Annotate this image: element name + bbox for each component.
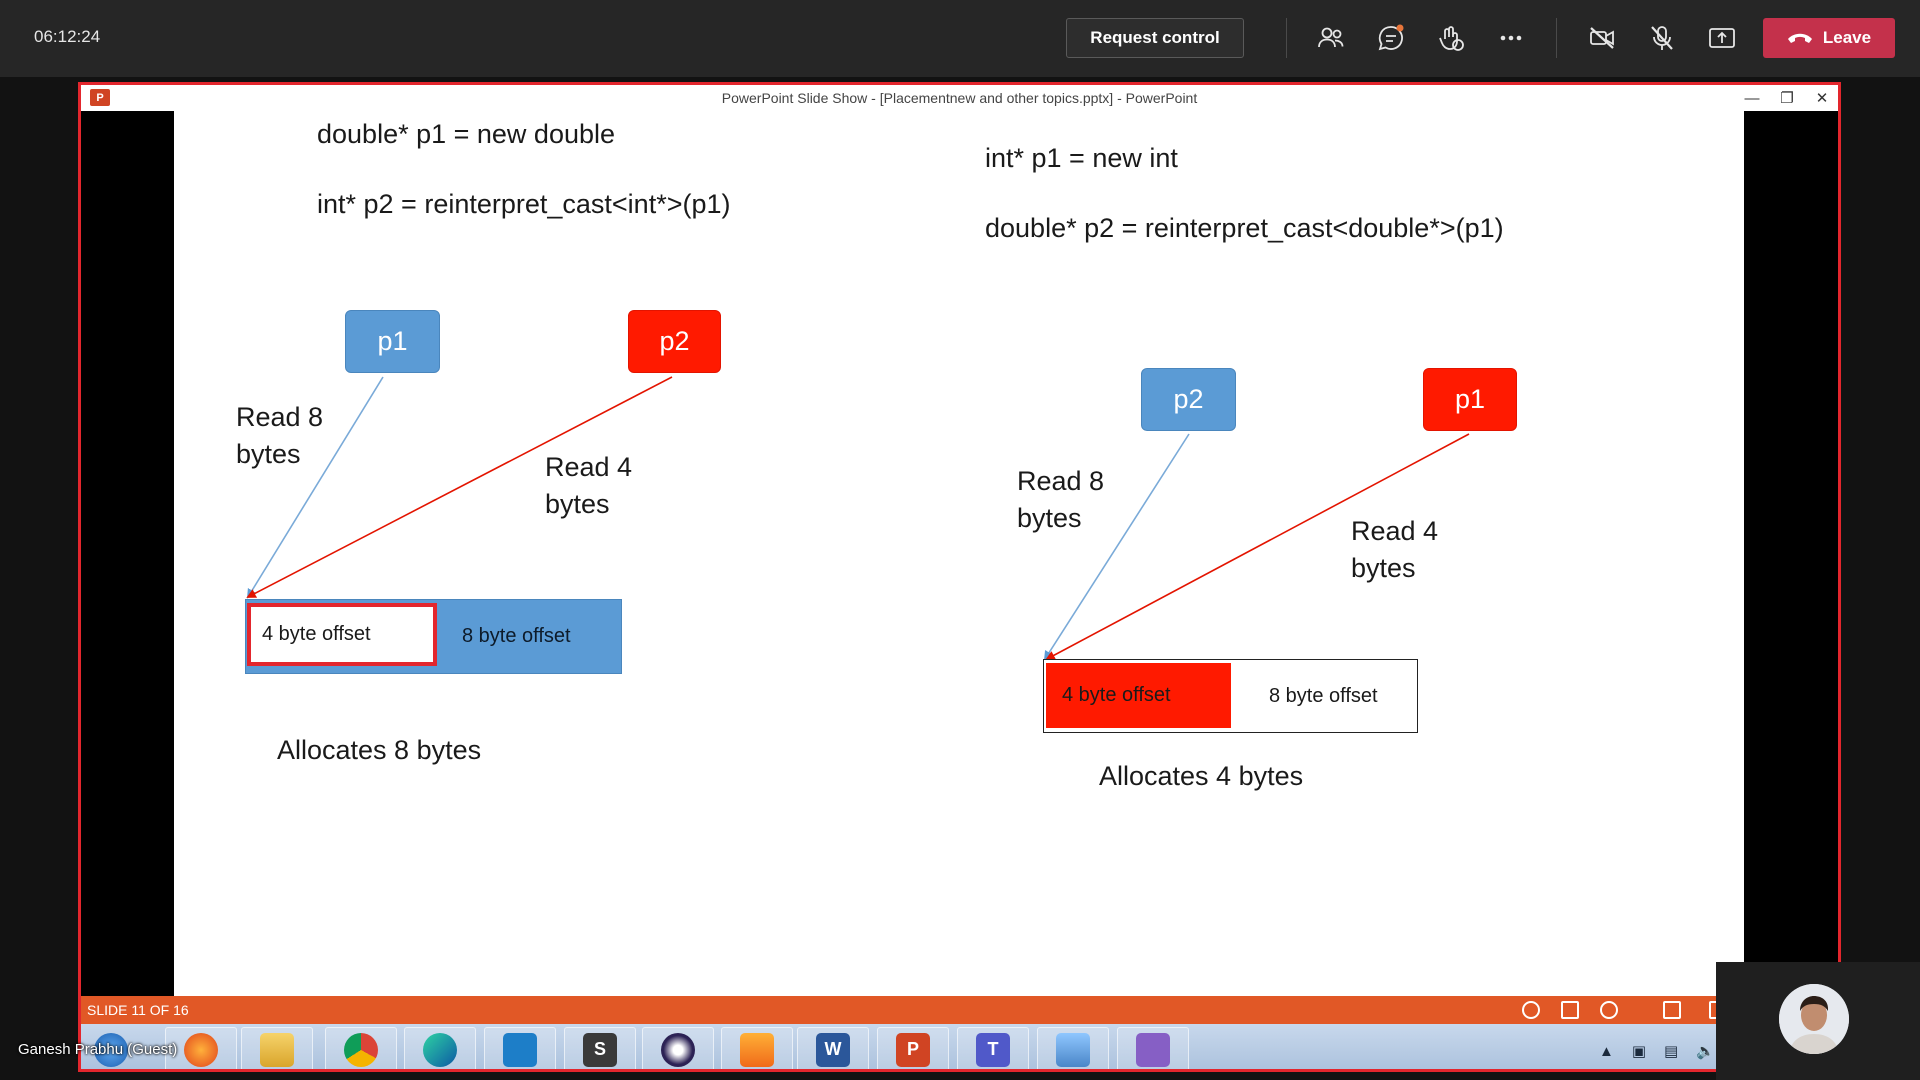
read-label: bytes <box>1351 553 1416 583</box>
ppt-titlebar: P PowerPoint Slide Show - [Placementnew … <box>81 85 1838 111</box>
arrow-p1-left <box>246 376 384 599</box>
file-explorer-icon <box>260 1032 294 1067</box>
notepad-icon <box>1056 1032 1090 1067</box>
taskbar-app[interactable] <box>642 1027 714 1069</box>
clipboard-icon[interactable]: ▣ <box>1631 1043 1647 1060</box>
read-label: Read 8 <box>1017 466 1105 496</box>
meeting-toolbar: 06:12:24 Request control Leave <box>0 0 1920 77</box>
offset-cell-4-byte: 4 byte offset <box>247 603 437 666</box>
powerpoint-logo-icon: P <box>90 89 110 106</box>
minimize-icon[interactable]: — <box>1744 89 1760 107</box>
participant-video-tile <box>1716 962 1920 1080</box>
taskbar-app[interactable] <box>1117 1027 1189 1069</box>
taskbar-app[interactable] <box>81 1027 141 1069</box>
start-orb-icon <box>94 1032 128 1067</box>
volume-icon[interactable]: 🔈 <box>1696 1043 1715 1060</box>
window-title: PowerPoint Slide Show - [Placementnew an… <box>721 90 1198 106</box>
taskbar-app[interactable] <box>325 1027 397 1069</box>
code-line: int* p1 = new int <box>985 143 1178 173</box>
taskbar-app[interactable] <box>721 1027 793 1069</box>
pointer-box-p1: p1 <box>345 310 440 373</box>
edge-icon <box>423 1032 457 1067</box>
restore-icon[interactable]: ❐ <box>1780 90 1794 107</box>
media-player-icon <box>740 1032 774 1067</box>
sublime-text-icon: S <box>583 1032 617 1067</box>
tray-expand-icon[interactable]: ▲ <box>1599 1042 1614 1060</box>
leave-label: Leave <box>1822 28 1872 47</box>
taskbar-app[interactable]: W <box>797 1027 869 1069</box>
vscode-icon <box>503 1032 537 1067</box>
teams-icon: T <box>976 1032 1010 1067</box>
toolbar-divider <box>1556 18 1557 58</box>
arrow-p2-right <box>1043 433 1190 661</box>
taskbar-app[interactable] <box>241 1027 313 1069</box>
slide-arrows <box>246 376 1470 661</box>
next-slide-icon[interactable] <box>1600 1001 1618 1019</box>
taskbar-app[interactable]: T <box>957 1027 1029 1069</box>
taskbar-app[interactable] <box>484 1027 556 1069</box>
slideshow-status-bar: SLIDE 11 OF 16 <box>81 996 1838 1024</box>
presenter-name: Ganesh Prabhu (Guest) <box>18 1041 178 1058</box>
offset-cell-4-byte: 4 byte offset <box>1046 663 1231 728</box>
request-control-button[interactable]: Request control <box>1066 18 1244 58</box>
camera-off-icon[interactable] <box>1583 20 1621 56</box>
previous-slide-icon[interactable] <box>1522 1001 1540 1019</box>
arrow-p2-left <box>246 376 673 598</box>
taskbar-app[interactable] <box>165 1027 237 1069</box>
read-label: bytes <box>1017 503 1082 533</box>
phone-hangup-icon <box>1787 33 1812 43</box>
leave-button[interactable]: Leave <box>1763 18 1895 58</box>
firefox-icon <box>184 1032 218 1067</box>
visual-studio-icon <box>1136 1032 1170 1067</box>
toolbar-divider <box>1286 18 1287 58</box>
view-mode-icon[interactable] <box>1663 1001 1681 1019</box>
code-line: int* p2 = reinterpret_cast<int*>(p1) <box>317 189 731 219</box>
taskbar-app[interactable] <box>404 1027 476 1069</box>
read-label: Read 8 <box>236 402 324 432</box>
read-label: Read 4 <box>1351 516 1439 546</box>
allocation-caption: Allocates 4 bytes <box>1099 761 1304 791</box>
slide-menu-icon[interactable] <box>1561 1001 1579 1019</box>
chat-icon[interactable] <box>1372 20 1410 56</box>
eclipse-icon <box>661 1032 695 1067</box>
word-icon: W <box>816 1032 850 1067</box>
code-line: double* p1 = new double <box>317 119 616 149</box>
pointer-box-p2: p2 <box>628 310 721 373</box>
taskbar-app[interactable]: S <box>564 1027 636 1069</box>
allocation-caption: Allocates 8 bytes <box>277 735 482 765</box>
avatar <box>1779 984 1849 1054</box>
chrome-icon <box>344 1032 378 1067</box>
more-options-icon[interactable] <box>1492 20 1530 56</box>
people-icon[interactable] <box>1312 20 1350 56</box>
code-line: double* p2 = reinterpret_cast<double*>(p… <box>985 213 1504 243</box>
read-label: bytes <box>545 489 610 519</box>
windows-taskbar: S W P T ▲ ▣ ▤ 🔈 <box>81 1024 1838 1069</box>
system-tray: ▲ ▣ ▤ 🔈 <box>1599 1041 1749 1061</box>
taskbar-app[interactable] <box>1037 1027 1109 1069</box>
read-label: Read 4 <box>545 452 633 482</box>
taskbar-app[interactable]: P <box>877 1027 949 1069</box>
slide-canvas: double* p1 = new double int* p2 = reinte… <box>174 111 1744 996</box>
offset-cell-8-byte: 8 byte offset <box>1269 684 1378 707</box>
offset-cell-8-byte: 8 byte offset <box>462 624 571 647</box>
mic-off-icon[interactable] <box>1643 20 1681 56</box>
pointer-box-p2: p2 <box>1141 368 1236 431</box>
read-label: bytes <box>236 439 301 469</box>
share-icon[interactable] <box>1703 20 1741 56</box>
arrow-p1-right <box>1045 433 1470 660</box>
shared-screen-window: P PowerPoint Slide Show - [Placementnew … <box>78 82 1841 1072</box>
close-icon[interactable]: ✕ <box>1815 90 1829 107</box>
slide-counter: SLIDE 11 OF 16 <box>87 1002 189 1018</box>
network-icon[interactable]: ▤ <box>1664 1043 1679 1060</box>
reactions-icon[interactable] <box>1432 20 1470 56</box>
powerpoint-icon: P <box>896 1032 930 1067</box>
pointer-box-p1: p1 <box>1423 368 1517 431</box>
meeting-timer: 06:12:24 <box>34 27 101 46</box>
